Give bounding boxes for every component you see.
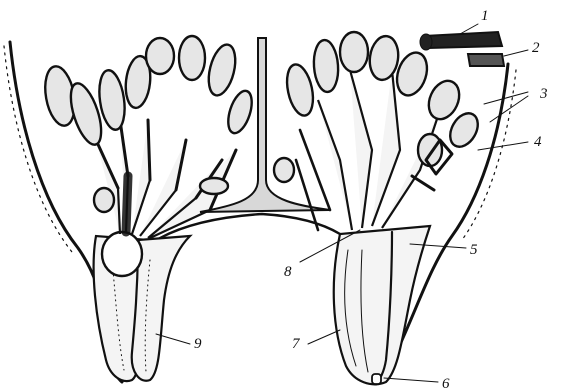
label-8: 8 bbox=[284, 264, 292, 280]
label-7: 7 bbox=[292, 336, 301, 352]
vein-1 bbox=[424, 32, 502, 48]
artery-2 bbox=[468, 54, 504, 66]
label-2: 2 bbox=[532, 40, 540, 56]
left-cistern bbox=[102, 232, 142, 276]
right-lobules bbox=[274, 32, 483, 182]
label-1: 1 bbox=[481, 8, 489, 24]
label-5: 5 bbox=[470, 242, 478, 258]
teat-opening bbox=[372, 374, 381, 384]
label-9: 9 bbox=[194, 336, 202, 352]
left-teat bbox=[94, 232, 190, 381]
label-4: 4 bbox=[534, 134, 542, 150]
label-3: 3 bbox=[539, 86, 548, 102]
label-6: 6 bbox=[442, 376, 450, 392]
